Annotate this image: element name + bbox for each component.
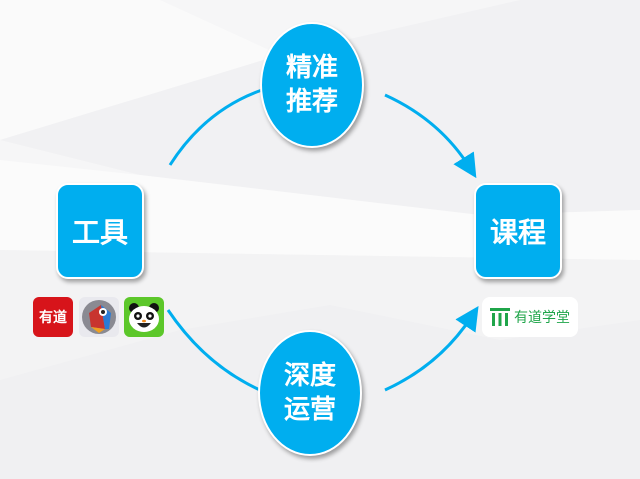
youdao-dict-icon: 有道 [33, 297, 73, 337]
tools-node: 工具 [56, 183, 144, 279]
recommend-line1: 精准 [285, 53, 338, 83]
panda-app-icon [124, 297, 164, 337]
operation-line2: 运营 [283, 395, 336, 425]
arrow-operation-to-courses [384, 305, 479, 392]
pillar-icon [490, 308, 510, 326]
arrow-tools-to-recommend [168, 88, 263, 166]
operation-node: 深度 运营 [258, 330, 362, 456]
arrow-tools-to-operation [166, 309, 261, 392]
arrow-recommend-to-courses [384, 93, 477, 179]
youdao-label: 有道 [39, 310, 67, 326]
courses-label: 课程 [489, 216, 546, 249]
youdao-xuetang-logo: 有道学堂 [482, 297, 578, 337]
recommend-line2: 推荐 [285, 87, 338, 117]
xuetang-label: 有道学堂 [514, 310, 570, 326]
recommend-node: 精准 推荐 [260, 22, 364, 148]
operation-line1: 深度 [283, 361, 336, 391]
tools-label: 工具 [71, 216, 128, 249]
courses-node: 课程 [474, 183, 562, 279]
parrot-app-icon [79, 297, 119, 337]
